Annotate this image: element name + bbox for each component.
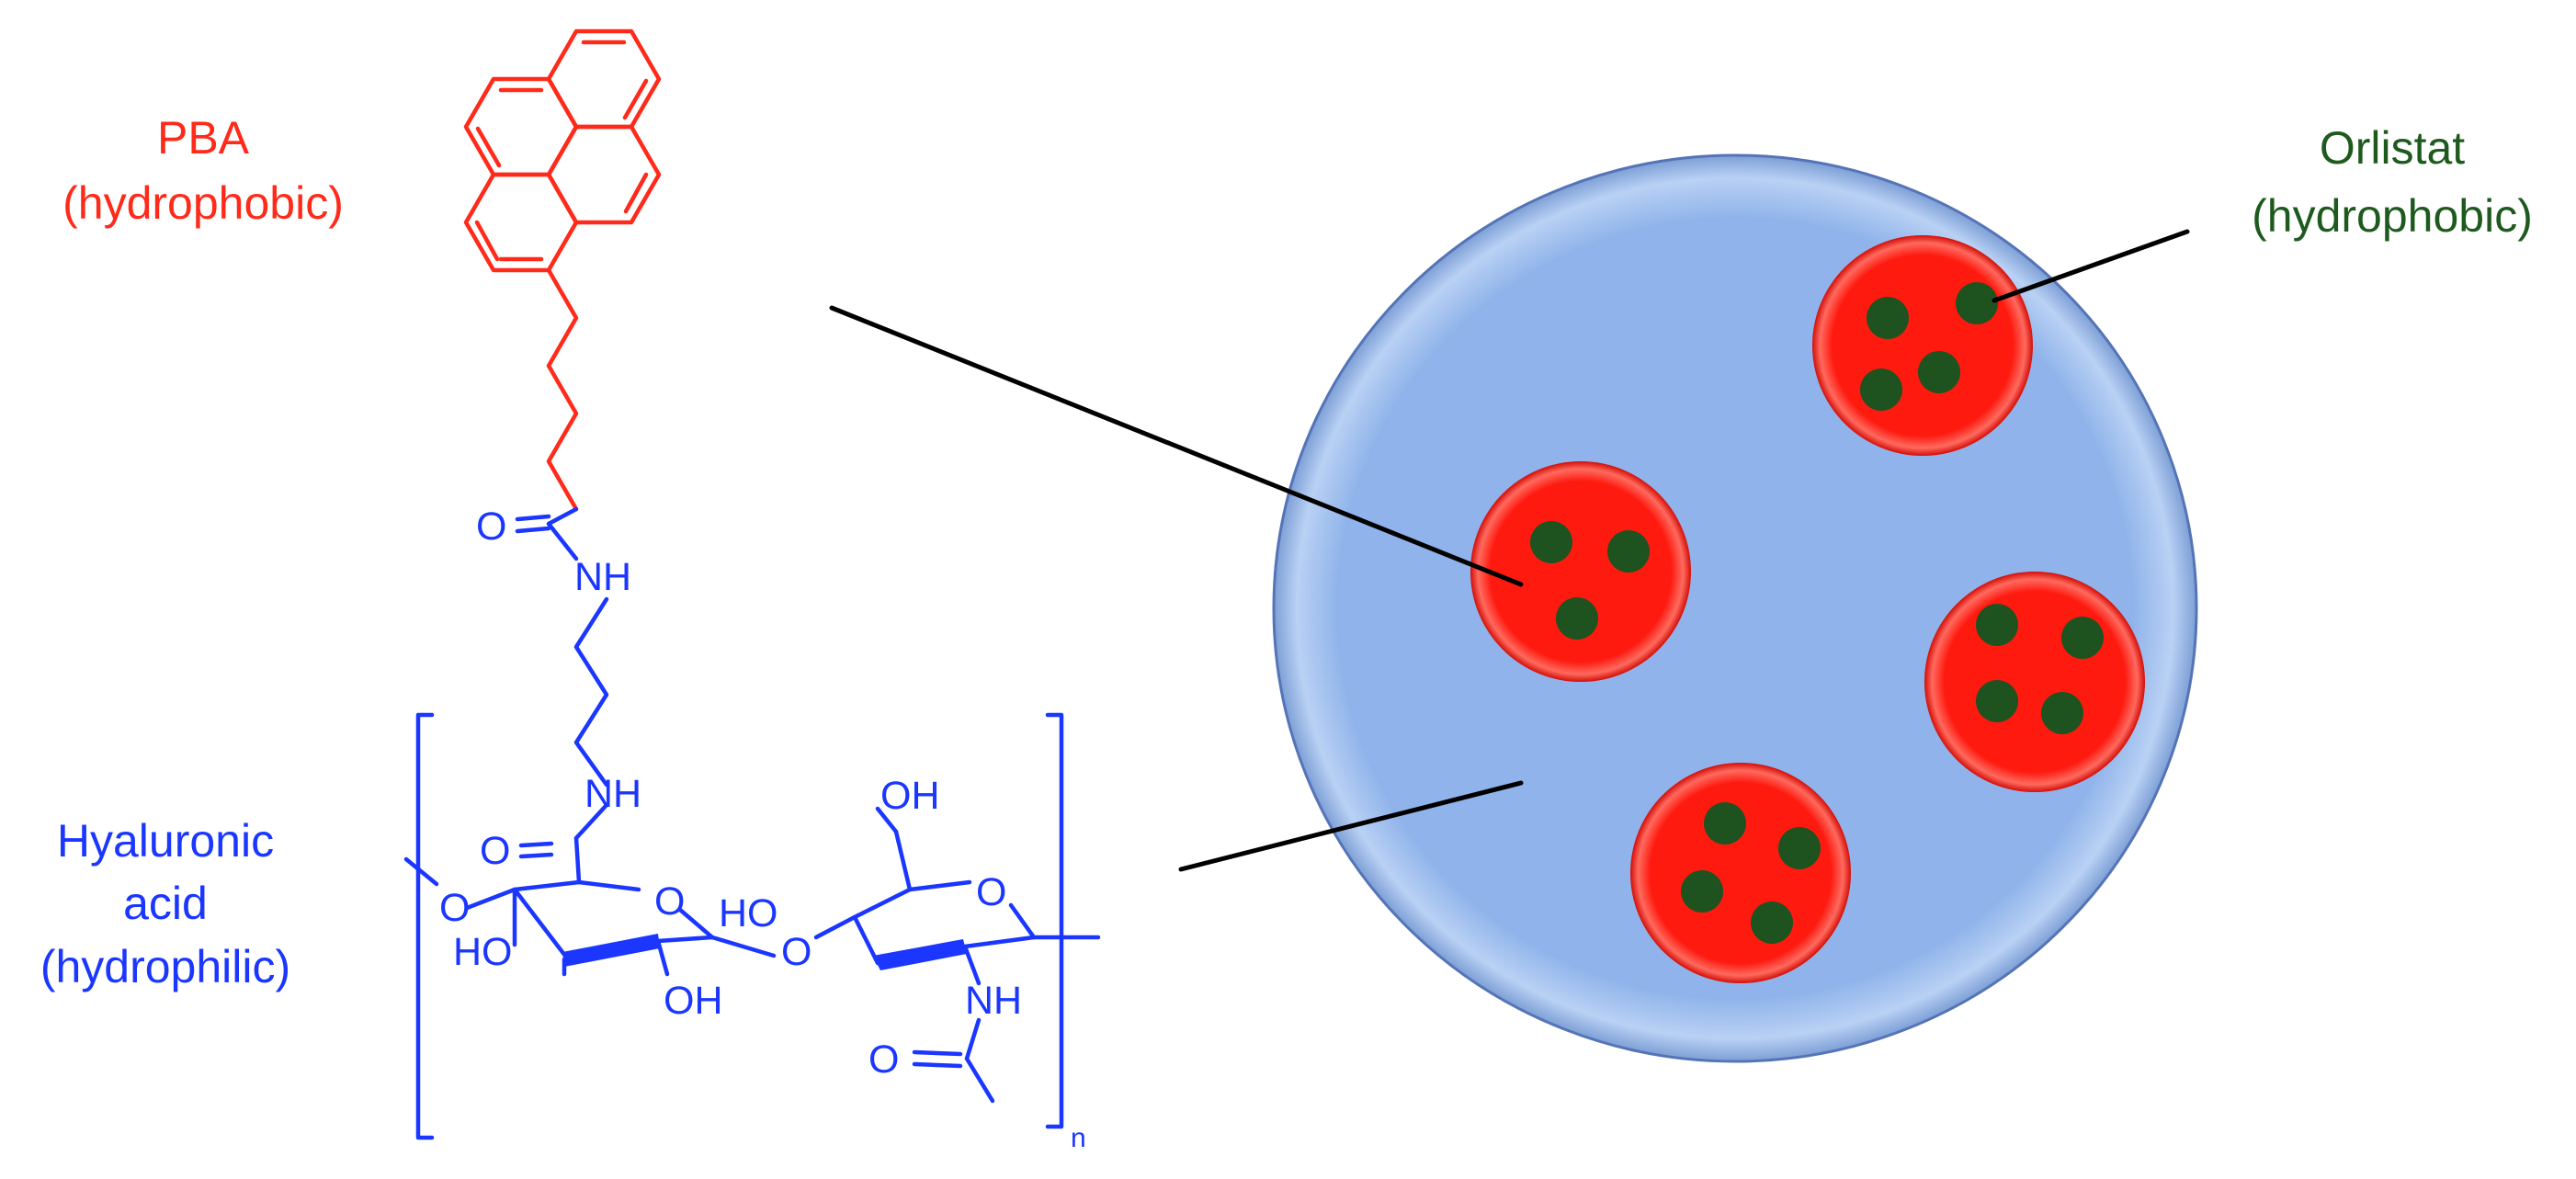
atom-ring1-o: O bbox=[654, 879, 685, 924]
micelle bbox=[1272, 153, 2198, 1063]
atom-nh-linker-top: NH bbox=[574, 555, 631, 599]
atom-ring1-o-left: O bbox=[439, 886, 470, 930]
micelle-core bbox=[1812, 235, 2033, 456]
drug-dot bbox=[1530, 521, 1572, 563]
pba-property: (hydrophobic) bbox=[62, 177, 344, 229]
drug-dot bbox=[1976, 680, 2018, 722]
atom-ring2-oh: OH bbox=[880, 774, 940, 818]
repeat-unit-n: n bbox=[1071, 1123, 1086, 1153]
drug-dot bbox=[1976, 604, 2018, 646]
atom-ring2-o: O bbox=[976, 870, 1006, 914]
atom-ring2-nh: NH bbox=[965, 979, 1022, 1023]
drug-dot bbox=[1956, 282, 1998, 324]
drug-dot bbox=[1704, 802, 1746, 845]
drug-dot bbox=[1867, 297, 1909, 339]
micelle-core bbox=[1924, 572, 2145, 792]
orlistat-property: (hydrophobic) bbox=[2252, 190, 2533, 242]
ha-name-2: acid bbox=[123, 878, 208, 929]
atom-ring1-ho: HO bbox=[453, 930, 513, 974]
micelle-core bbox=[1630, 763, 1851, 983]
ha-name-1: Hyaluronic bbox=[57, 815, 274, 867]
pointer-pba-to-core bbox=[829, 305, 1524, 587]
drug-dot bbox=[1778, 827, 1821, 869]
pba-label: PBA (hydrophobic) bbox=[62, 112, 344, 229]
hyaluronic-acid-structure bbox=[403, 514, 1101, 1140]
pba-structure bbox=[463, 28, 662, 527]
drug-dot bbox=[1556, 597, 1598, 640]
drug-dot bbox=[1918, 351, 1960, 393]
atom-carbonyl-o-linker: O bbox=[476, 504, 506, 549]
atom-ring2-ho: HO bbox=[719, 891, 778, 935]
atom-glyco-o: O bbox=[781, 930, 811, 974]
atom-acetyl-o: O bbox=[868, 1037, 899, 1082]
drug-dot bbox=[1681, 870, 1723, 913]
drug-dot bbox=[1751, 901, 1793, 944]
drug-dot bbox=[2041, 692, 2083, 734]
atom-carbonyl-o-ring: O bbox=[480, 829, 510, 873]
drug-dot bbox=[1860, 368, 1902, 411]
orlistat-name: Orlistat bbox=[2320, 122, 2465, 174]
atom-labels: O NH NH O O O HO OH O HO OH O NH O n bbox=[439, 504, 1086, 1153]
pointer-orlistat-to-dot bbox=[1992, 229, 2190, 303]
hyaluronic-acid-label: Hyaluronic acid (hydrophilic) bbox=[40, 815, 290, 992]
pba-name: PBA bbox=[157, 112, 250, 164]
pointer-lines bbox=[829, 229, 2190, 872]
atom-ring1-oh: OH bbox=[664, 979, 723, 1023]
pointer-ha-to-shell bbox=[1178, 780, 1524, 872]
atom-nh-linker-bottom: NH bbox=[584, 772, 641, 816]
ha-property: (hydrophilic) bbox=[40, 941, 290, 992]
orlistat-label: Orlistat (hydrophobic) bbox=[2252, 122, 2533, 242]
drug-dot bbox=[1607, 530, 1650, 572]
micelle-core bbox=[1470, 461, 1691, 682]
drug-dot bbox=[2061, 617, 2104, 659]
